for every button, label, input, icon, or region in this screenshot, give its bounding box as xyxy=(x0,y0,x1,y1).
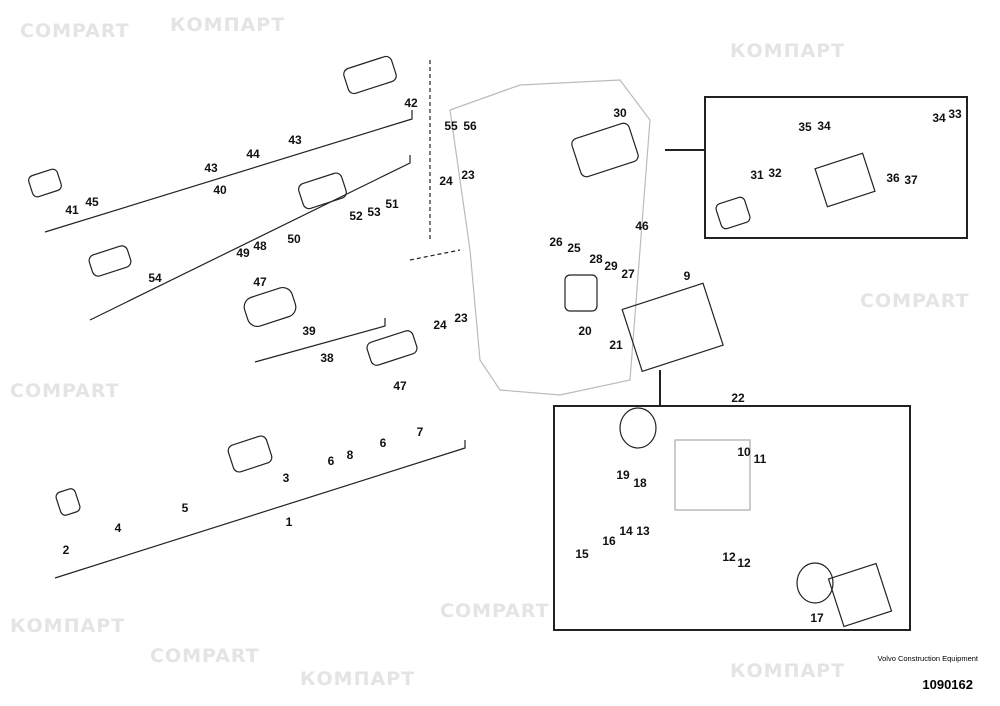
part-label-28: 28 xyxy=(589,252,603,266)
bracket-1 xyxy=(54,440,466,579)
part-label-30: 30 xyxy=(613,106,627,120)
bracket-38 xyxy=(254,318,386,363)
part-label-33: 33 xyxy=(948,107,962,121)
watermark-text: COMPART xyxy=(10,380,120,402)
part-label-41: 41 xyxy=(65,203,79,217)
part-label-29: 29 xyxy=(604,259,618,273)
part-label-40: 40 xyxy=(213,183,227,197)
part-label-47: 47 xyxy=(393,379,407,393)
part-label-14: 14 xyxy=(619,524,633,538)
part-label-52: 52 xyxy=(349,209,363,223)
watermark-text: КОМПАРТ xyxy=(300,668,416,690)
part-label-36: 36 xyxy=(886,171,900,185)
part-label-43: 43 xyxy=(288,133,302,147)
part-label-3: 3 xyxy=(282,471,290,485)
part-label-44: 44 xyxy=(246,147,260,161)
part-label-15: 15 xyxy=(575,547,589,561)
part-label-7: 7 xyxy=(416,425,424,439)
part-label-6: 6 xyxy=(379,436,387,450)
part-label-35: 35 xyxy=(798,120,812,134)
watermark-text: COMPART xyxy=(860,290,970,312)
part-label-10: 10 xyxy=(737,445,751,459)
part-label-54: 54 xyxy=(148,271,162,285)
part-label-42: 42 xyxy=(404,96,418,110)
watermark-text: COMPART xyxy=(150,645,260,667)
part-label-55: 55 xyxy=(444,119,458,133)
watermark-text: COMPART xyxy=(20,20,130,42)
part-label-12: 12 xyxy=(737,556,751,570)
valve-body xyxy=(449,79,651,396)
detail-inset-top xyxy=(704,96,968,239)
part-label-18: 18 xyxy=(633,476,647,490)
part-label-19: 19 xyxy=(616,468,630,482)
part-label-43: 43 xyxy=(204,161,218,175)
dashed-leader xyxy=(409,60,461,261)
part-label-5: 5 xyxy=(181,501,189,515)
part-label-16: 16 xyxy=(602,534,616,548)
part-label-50: 50 xyxy=(287,232,301,246)
part-label-26: 26 xyxy=(549,235,563,249)
part-label-2: 2 xyxy=(62,543,70,557)
detail-inset-bottom xyxy=(553,405,911,631)
part-label-13: 13 xyxy=(636,524,650,538)
part-label-37: 37 xyxy=(904,173,918,187)
part-label-17: 17 xyxy=(810,611,824,625)
watermark-text: КОМПАРТ xyxy=(730,660,846,682)
part-label-21: 21 xyxy=(609,338,623,352)
part-label-27: 27 xyxy=(621,267,635,281)
part-label-34: 34 xyxy=(817,119,831,133)
publisher-credit: Volvo Construction Equipment xyxy=(877,654,978,663)
part-label-8: 8 xyxy=(346,448,354,462)
part-label-25: 25 xyxy=(567,241,581,255)
part-label-46: 46 xyxy=(635,219,649,233)
part-label-32: 32 xyxy=(768,166,782,180)
watermark-text: КОМПАРТ xyxy=(730,40,846,62)
part-label-1: 1 xyxy=(285,515,293,529)
part-label-34: 34 xyxy=(932,111,946,125)
part-label-23: 23 xyxy=(454,311,468,325)
part-label-6: 6 xyxy=(327,454,335,468)
part-label-12: 12 xyxy=(722,550,736,564)
part-label-20: 20 xyxy=(578,324,592,338)
part-label-51: 51 xyxy=(385,197,399,211)
part-label-24: 24 xyxy=(439,174,453,188)
part-label-9: 9 xyxy=(683,269,691,283)
part-label-45: 45 xyxy=(85,195,99,209)
part-label-53: 53 xyxy=(367,205,381,219)
part-label-24: 24 xyxy=(433,318,447,332)
bracket-40 xyxy=(44,110,413,233)
part-label-48: 48 xyxy=(253,239,267,253)
watermark-text: COMPART xyxy=(440,600,550,622)
part-label-23: 23 xyxy=(461,168,475,182)
watermark-text: КОМПАРТ xyxy=(10,615,126,637)
part-label-38: 38 xyxy=(320,351,334,365)
part-label-39: 39 xyxy=(302,324,316,338)
part-label-47: 47 xyxy=(253,275,267,289)
part-label-22: 22 xyxy=(731,391,745,405)
part-label-56: 56 xyxy=(463,119,477,133)
document-number: 1090162 xyxy=(922,677,973,692)
part-label-31: 31 xyxy=(750,168,764,182)
part-label-49: 49 xyxy=(236,246,250,260)
part-label-11: 11 xyxy=(753,452,767,466)
bracket-47 xyxy=(89,155,411,321)
watermark-text: КОМПАРТ xyxy=(170,14,286,36)
part-label-4: 4 xyxy=(114,521,122,535)
